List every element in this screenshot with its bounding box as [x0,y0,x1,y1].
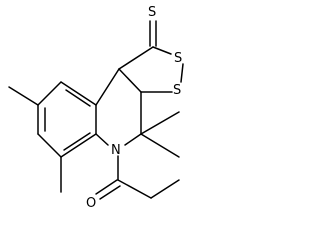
bond-c4-to-n [124,133,142,146]
bond-c3a-to-c9b [95,68,120,106]
atom-ring-s1: S [174,51,182,66]
molecule-structure: S S S N O [8,5,184,211]
atom-nitrogen: N [111,143,121,158]
bond-c8-methyl [8,86,39,106]
thione-double-bond [149,20,157,47]
bond-c9b-to-c9 [60,81,97,106]
bond-thione-c-to-s1 [152,46,172,55]
bond-n-to-c5a [95,133,109,146]
bond-c9-to-c8 [37,81,62,106]
bond-c4-methyl-a [140,111,180,135]
aromatic-inner-bond-1 [65,89,91,107]
bond-c6-to-c5a [60,133,97,158]
atom-oxygen: O [86,196,96,211]
bond-c3-to-c3a [118,68,142,93]
carbonyl-double-bond [95,179,121,200]
bond-s1-to-s2 [180,63,184,83]
aromatic-inner-bond-3 [63,132,91,151]
bond-c3a-to-c1 [118,46,154,70]
bond-c7-to-c6 [37,133,62,158]
atom-ring-s2: S [173,83,181,98]
bond-ch2-to-ch3 [150,179,180,199]
atom-thione-s: S [148,5,156,20]
bond-c4-methyl-b [140,133,180,158]
molecule-canvas: S S S N O [8,5,184,211]
bond-carbonyl-to-ch2 [117,179,152,199]
